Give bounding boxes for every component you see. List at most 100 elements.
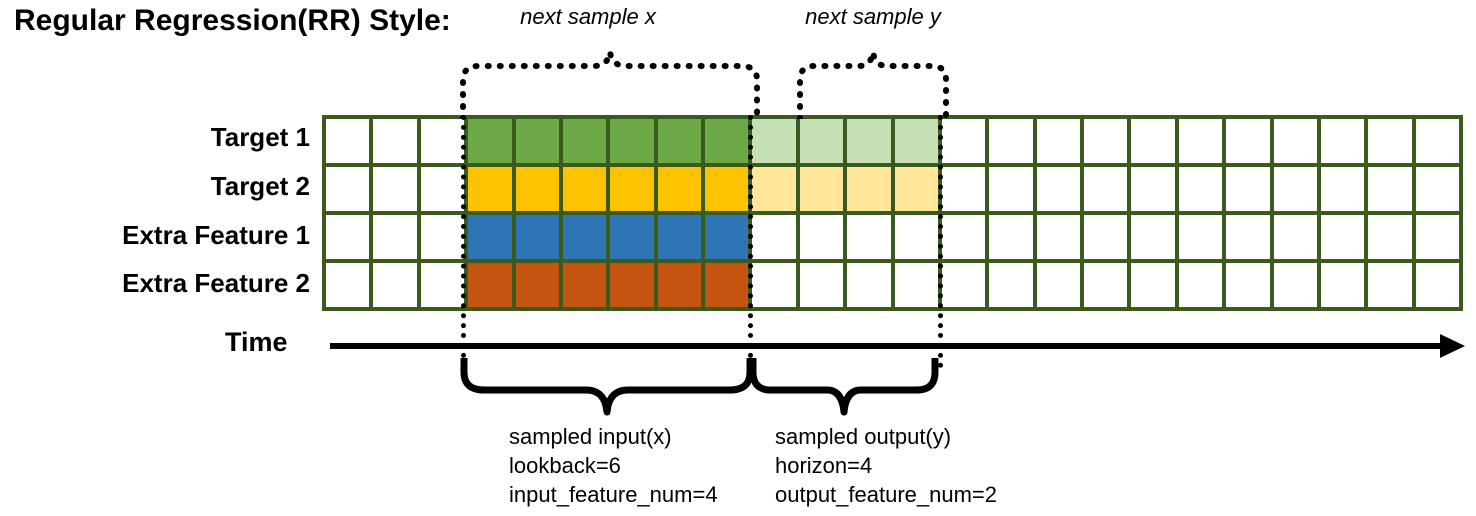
caption-input-line-2: lookback=6 bbox=[509, 453, 621, 479]
top-brace-next-sample-y bbox=[793, 44, 953, 119]
grid-cell bbox=[941, 215, 986, 259]
grid-cell bbox=[1178, 167, 1223, 211]
grid-cell bbox=[373, 263, 417, 307]
grid-cell bbox=[326, 167, 370, 211]
caption-input-line-1: sampled input(x) bbox=[509, 424, 672, 449]
grid-cell bbox=[468, 263, 512, 307]
page-title: Regular Regression(RR) Style: bbox=[14, 4, 451, 37]
time-axis-line bbox=[330, 343, 1458, 349]
grid-cell bbox=[1226, 215, 1270, 259]
top-brace-label-next-sample-x: next sample x bbox=[520, 4, 656, 29]
grid-cell bbox=[1415, 119, 1459, 163]
grid-cell bbox=[1273, 263, 1317, 307]
grid-cell bbox=[610, 167, 654, 211]
grid-cell bbox=[420, 215, 465, 259]
caption-sampled-input: sampled input(x) lookback=6 input_featur… bbox=[509, 422, 718, 509]
grid-cell bbox=[515, 215, 559, 259]
grid-cell bbox=[1368, 263, 1412, 307]
grid-cell bbox=[468, 215, 512, 259]
grid-cell bbox=[562, 263, 607, 307]
grid-cell bbox=[373, 119, 417, 163]
grid-cell bbox=[847, 263, 891, 307]
bottom-brace-sampled-input bbox=[455, 358, 760, 420]
grid-cell bbox=[468, 119, 512, 163]
grid-cell bbox=[1131, 215, 1175, 259]
grid-row bbox=[326, 263, 1459, 307]
grid-cell bbox=[1368, 167, 1412, 211]
bottom-brace-sampled-output bbox=[745, 358, 945, 420]
grid-cell bbox=[1084, 263, 1128, 307]
grid-cell bbox=[989, 263, 1033, 307]
grid-cell bbox=[1320, 263, 1365, 307]
grid-cell bbox=[705, 119, 749, 163]
grid-cell bbox=[468, 167, 512, 211]
caption-sampled-output: sampled output(y) horizon=4 output_featu… bbox=[775, 422, 997, 509]
grid-cell bbox=[515, 167, 559, 211]
grid-cell bbox=[941, 263, 986, 307]
grid-cell bbox=[1036, 215, 1080, 259]
grid-cell bbox=[1226, 263, 1270, 307]
guide-input-end bbox=[748, 115, 753, 368]
grid-cell bbox=[799, 167, 844, 211]
grid-cell bbox=[1178, 119, 1223, 163]
grid-cell bbox=[705, 167, 749, 211]
grid-cell bbox=[1273, 167, 1317, 211]
grid-cell bbox=[1084, 215, 1128, 259]
grid-cell bbox=[989, 215, 1033, 259]
grid-row bbox=[326, 167, 1459, 211]
grid-cell bbox=[1084, 119, 1128, 163]
grid-cell bbox=[799, 215, 844, 259]
row-label-extra-feature-1: Extra Feature 1 bbox=[122, 220, 310, 250]
grid-cell bbox=[752, 215, 796, 259]
grid-cell bbox=[657, 215, 701, 259]
grid-cell bbox=[1368, 215, 1412, 259]
grid-cell bbox=[562, 167, 607, 211]
grid-cell bbox=[1320, 215, 1365, 259]
grid-cell bbox=[1226, 119, 1270, 163]
grid-cell bbox=[1178, 215, 1223, 259]
grid-cell bbox=[1368, 119, 1412, 163]
grid-cell bbox=[373, 215, 417, 259]
grid-cell bbox=[420, 167, 465, 211]
grid-cell bbox=[847, 119, 891, 163]
grid-cell bbox=[847, 215, 891, 259]
caption-output-line-1: sampled output(y) bbox=[775, 424, 952, 449]
grid-cell bbox=[847, 167, 891, 211]
grid-cell bbox=[1036, 167, 1080, 211]
grid-cell bbox=[1273, 119, 1317, 163]
grid-cell bbox=[1036, 119, 1080, 163]
grid-cell bbox=[515, 119, 559, 163]
grid-cell bbox=[1320, 119, 1365, 163]
grid-cell bbox=[752, 167, 796, 211]
grid-cell bbox=[705, 215, 749, 259]
grid-cell bbox=[373, 167, 417, 211]
grid-cell bbox=[1320, 167, 1365, 211]
grid-cell bbox=[657, 263, 701, 307]
grid-cell bbox=[326, 263, 370, 307]
grid-row bbox=[326, 215, 1459, 259]
grid-cell bbox=[1415, 215, 1459, 259]
grid-cell bbox=[1415, 263, 1459, 307]
grid-cell bbox=[894, 215, 938, 259]
row-label-extra-feature-2: Extra Feature 2 bbox=[122, 268, 310, 298]
grid-cell bbox=[657, 167, 701, 211]
grid-cell bbox=[799, 119, 844, 163]
grid-cell bbox=[894, 263, 938, 307]
grid-cell bbox=[610, 119, 654, 163]
grid-cell bbox=[1178, 263, 1223, 307]
grid-cell bbox=[1131, 119, 1175, 163]
grid-cell bbox=[326, 215, 370, 259]
time-axis-arrow-icon bbox=[1440, 334, 1465, 358]
grid-cell bbox=[799, 263, 844, 307]
grid-cell bbox=[1273, 215, 1317, 259]
grid-cell bbox=[1084, 167, 1128, 211]
grid-cell bbox=[610, 263, 654, 307]
grid-cell bbox=[562, 119, 607, 163]
grid-cell bbox=[1415, 167, 1459, 211]
grid-cell bbox=[894, 119, 938, 163]
guide-input-start bbox=[461, 115, 466, 368]
grid-cell bbox=[610, 215, 654, 259]
caption-output-line-3: output_feature_num=2 bbox=[775, 482, 998, 508]
grid-cell bbox=[752, 263, 796, 307]
axis-label-time: Time bbox=[225, 327, 288, 357]
